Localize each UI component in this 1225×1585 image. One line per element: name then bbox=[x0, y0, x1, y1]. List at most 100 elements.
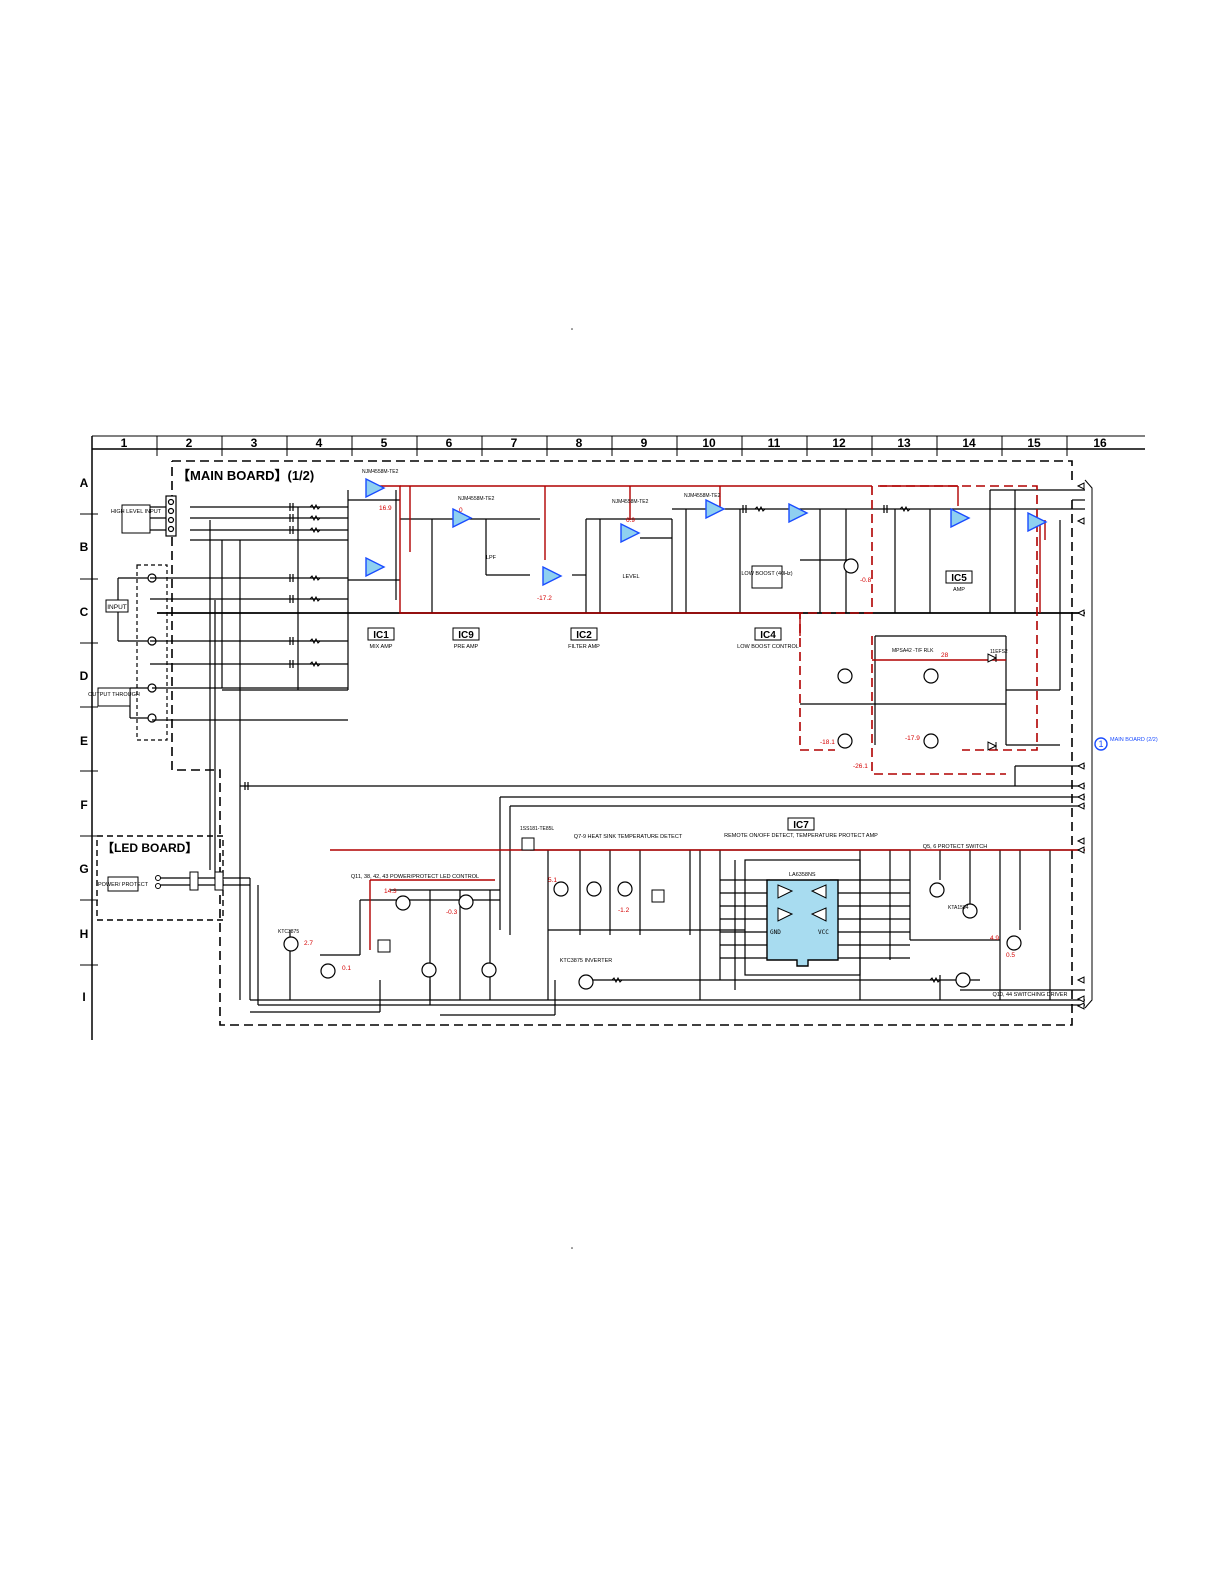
heat-sink-caption: Q7-9 HEAT SINK TEMPERATURE DETECT bbox=[574, 834, 683, 840]
opamp-ic1-b bbox=[365, 556, 386, 578]
column-labels: 1 2 3 4 5 6 7 8 9 10 11 12 13 14 15 16 bbox=[121, 436, 1107, 450]
high-level-input-label: HIGH LEVEL INPUT bbox=[111, 509, 162, 515]
col-label: 11 bbox=[768, 436, 781, 450]
row-label: B bbox=[80, 540, 89, 554]
transistor-q-lowboost bbox=[843, 558, 859, 574]
ic7-vcc-pin: VCC bbox=[818, 929, 829, 936]
transistor-q-mps4 bbox=[923, 733, 939, 749]
opamp-ic2-a bbox=[542, 565, 563, 587]
opamp-ic4-a bbox=[705, 498, 726, 520]
row-label: E bbox=[80, 734, 88, 748]
transistor-led-onoff-2 bbox=[320, 963, 336, 979]
ic2-desc: FILTER AMP bbox=[568, 644, 600, 650]
main-board-title: 【MAIN BOARD】(1/2) bbox=[177, 468, 314, 483]
ic9-desc: PRE AMP bbox=[454, 644, 479, 650]
row-label: I bbox=[82, 990, 85, 1004]
transistor-q-mps3 bbox=[923, 668, 939, 684]
voltage-reading: -1.2 bbox=[618, 907, 630, 914]
ic1-label: IC1 bbox=[373, 630, 389, 641]
voltage-reading: 0.5 bbox=[1006, 952, 1015, 959]
wiring-red-dashed bbox=[799, 485, 1038, 775]
lpf-caption: LPF bbox=[486, 555, 497, 561]
grid-frame bbox=[80, 435, 1145, 1040]
voltage-reading: 0 bbox=[459, 507, 463, 514]
ic5-desc: AMP bbox=[953, 587, 965, 593]
part-mps: MPSA42 -T/F RLK bbox=[892, 648, 934, 654]
col-label: 8 bbox=[576, 436, 583, 450]
ic7-desc: REMOTE ON/OFF DETECT, TEMPERATURE PROTEC… bbox=[724, 833, 878, 839]
input-label: INPUT bbox=[107, 604, 127, 611]
voltage-reading: -26.1 bbox=[853, 763, 868, 770]
transistor-inverter bbox=[578, 974, 594, 990]
board-link-label: MAIN BOARD (2/2) bbox=[1110, 737, 1158, 743]
part-opamp-ic1: NJM4558M-TE2 bbox=[362, 469, 399, 475]
ic7-label: IC7 bbox=[793, 820, 809, 831]
ic4-desc: LOW BOOST CONTROL bbox=[737, 644, 799, 650]
opamp-ic4-b bbox=[788, 502, 809, 524]
voltage-reading: 0.1 bbox=[342, 965, 351, 972]
low-boost-label: LOW BOOST (40Hz) bbox=[741, 571, 792, 577]
voltage-reading: -0.3 bbox=[446, 909, 458, 916]
col-label: 10 bbox=[702, 436, 716, 450]
voltage-reading: 5.1 bbox=[548, 877, 557, 884]
row-labels: A B C D E F G H I bbox=[79, 476, 88, 1004]
part-diode: 1SS181-TE85L bbox=[520, 826, 554, 832]
board-link-number: 1 bbox=[1098, 739, 1103, 749]
ic5-label: IC5 bbox=[951, 573, 967, 584]
output-through-label: OUTPUT THROUGH bbox=[88, 692, 140, 698]
ic2-label: IC2 bbox=[576, 630, 592, 641]
ic-blocks: IC1 MIX AMP IC9 PRE AMP IC2 FILTER AMP I… bbox=[367, 570, 973, 839]
transistor-q10 bbox=[955, 972, 971, 988]
transistor-q7 bbox=[553, 881, 569, 897]
resistor-glyphs bbox=[309, 503, 941, 984]
high-level-input-connector bbox=[148, 495, 177, 537]
part-number-labels: NJM4558M-TE2 NJM4558M-TE2 NJM4558M-TE2 N… bbox=[278, 469, 1008, 935]
transistor-led-onoff bbox=[283, 936, 299, 952]
row-label: F bbox=[80, 798, 87, 812]
opamps bbox=[365, 477, 1048, 587]
high-level-input-box bbox=[121, 504, 151, 534]
transistor-q8 bbox=[586, 881, 602, 897]
voltage-reading: -0.8 bbox=[860, 577, 872, 584]
ic4-label: IC4 bbox=[760, 630, 776, 641]
col-label: 16 bbox=[1093, 436, 1107, 450]
part-opamp-ic9: NJM4558M-TE2 bbox=[458, 496, 495, 502]
col-label: 6 bbox=[446, 436, 453, 450]
ic7-package: GND VCC bbox=[744, 859, 861, 976]
page-mark-bottom bbox=[571, 1247, 573, 1249]
power-led-caption: Q11, 38, 42, 43 POWER/PROTECT LED CONTRO… bbox=[351, 874, 479, 880]
voltage-reading: -17.2 bbox=[537, 595, 552, 602]
voltage-reading: 28 bbox=[941, 652, 949, 659]
opamp-ic1-a bbox=[365, 477, 386, 499]
transistor-q44 bbox=[1006, 935, 1022, 951]
ic9-label: IC9 bbox=[458, 630, 474, 641]
input-label-box bbox=[105, 599, 129, 613]
row-label: G bbox=[79, 862, 88, 876]
inverter-caption: KTC3875 INVERTER bbox=[560, 958, 613, 964]
transistors bbox=[283, 558, 1022, 990]
col-label: 14 bbox=[962, 436, 976, 450]
main-board-outline bbox=[171, 460, 1073, 1026]
transistor-q38 bbox=[458, 894, 474, 910]
opamp-ic2-b bbox=[620, 522, 641, 544]
col-label: 12 bbox=[832, 436, 846, 450]
led-connector bbox=[155, 871, 224, 891]
col-label: 3 bbox=[251, 436, 258, 450]
transistor-q11 bbox=[395, 895, 411, 911]
transistor-q9 bbox=[617, 881, 633, 897]
opamp-ic9 bbox=[452, 507, 473, 529]
part-zener: 11EFS2 bbox=[990, 649, 1008, 655]
part-opamp-ic2: NJM4558M-TE2 bbox=[612, 499, 649, 505]
voltage-reading: 2.7 bbox=[304, 940, 313, 947]
wiring-red bbox=[330, 485, 1085, 950]
opamp-ic5-b bbox=[1027, 511, 1048, 533]
right-connectors bbox=[1076, 479, 1093, 1010]
switching-driver-caption: Q10, 44 SWITCHING DRIVER bbox=[993, 992, 1068, 998]
led-board-outline bbox=[96, 835, 224, 921]
function-captions: Q7-9 HEAT SINK TEMPERATURE DETECT Q11, 3… bbox=[351, 555, 1068, 998]
voltage-reading: 4.9 bbox=[990, 935, 999, 942]
col-label: 5 bbox=[381, 436, 388, 450]
ic1-desc: MIX AMP bbox=[370, 644, 393, 650]
led-board-title: 【LED BOARD】 bbox=[102, 840, 197, 855]
